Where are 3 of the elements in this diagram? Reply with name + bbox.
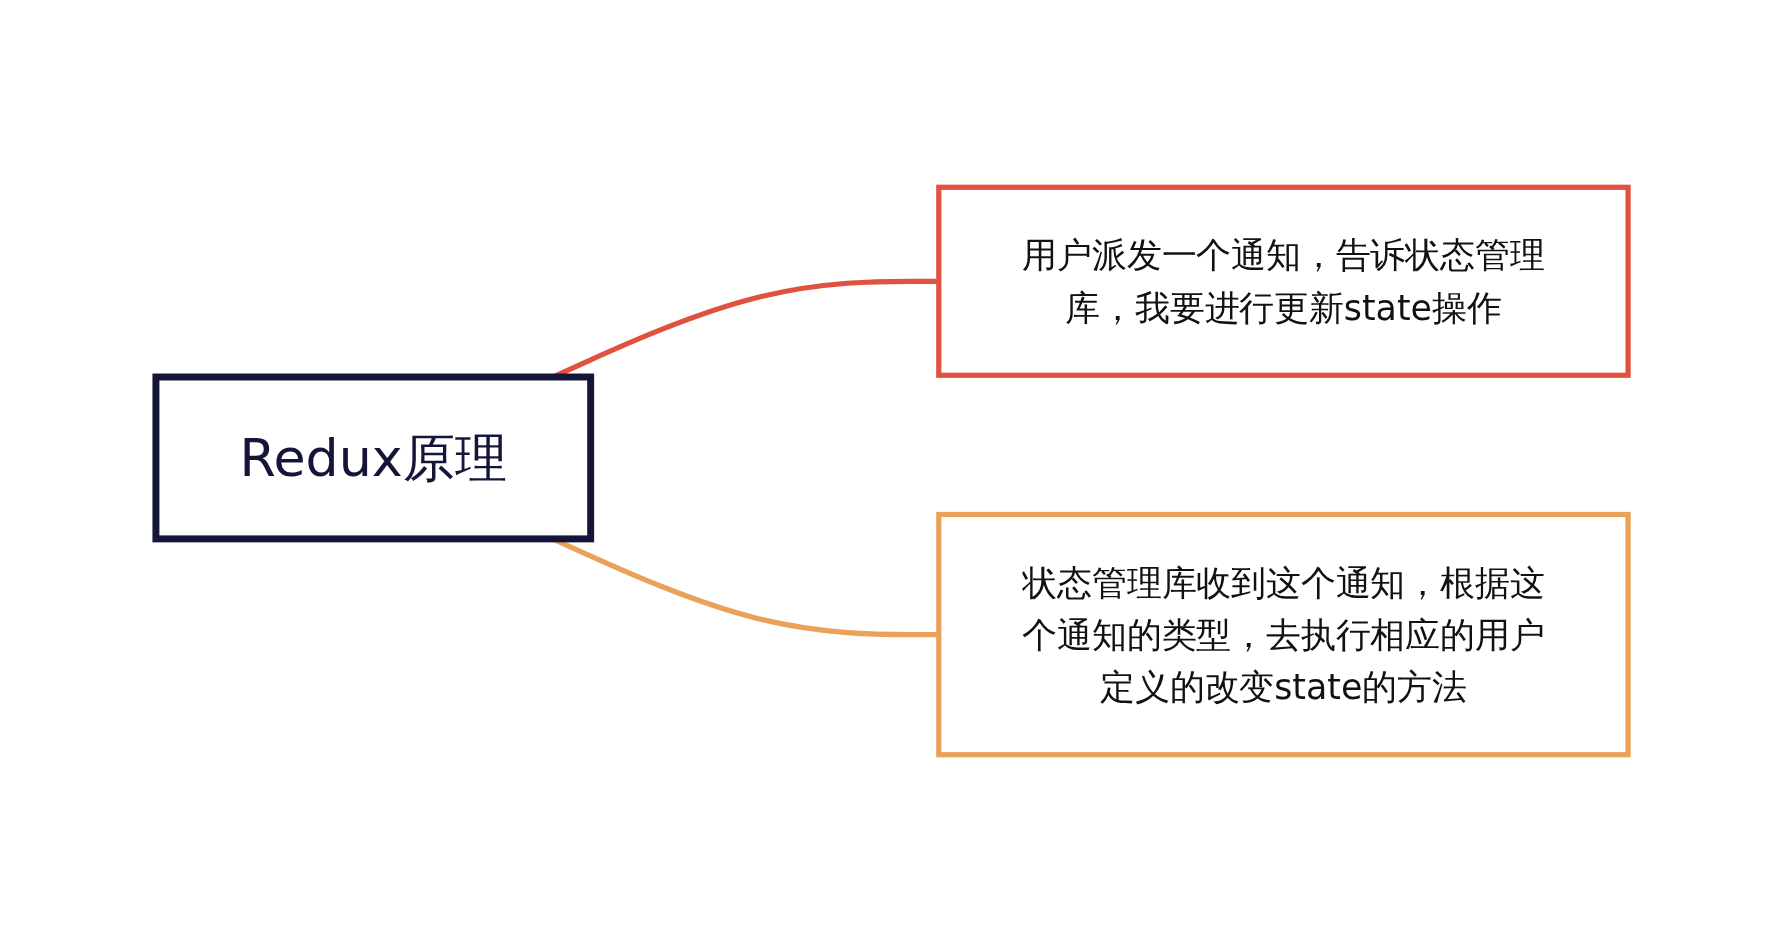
node-box: 用户派发一个通知，告诉状态管理库，我要进行更新state操作 — [936, 184, 1631, 378]
node-box: 状态管理库收到这个通知，根据这个通知的类型，去执行相应的用户定义的改变state的方法 — [936, 511, 1631, 758]
node-box: Redux原理 — [152, 373, 595, 543]
